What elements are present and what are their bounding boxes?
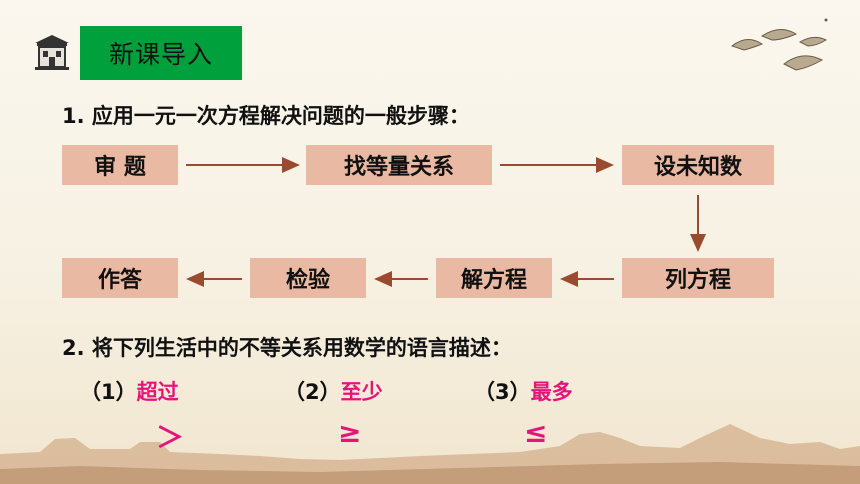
symbol-greater-equal: ≥ xyxy=(338,416,362,449)
palace-silhouette-icon xyxy=(0,424,860,484)
step-find-equal-relation: 找等量关系 xyxy=(306,145,492,185)
section2-heading: 2. 将下列生活中的不等关系用数学的语言描述： xyxy=(62,336,512,360)
step-list-equation: 列方程 xyxy=(622,258,774,298)
title-badge: 新课导入 xyxy=(80,26,242,80)
item-2: （2）至少 xyxy=(284,376,383,406)
step-answer: 作答 xyxy=(62,258,178,298)
house-icon xyxy=(35,35,69,70)
step-check: 检验 xyxy=(250,258,366,298)
section1-heading: 1. 应用一元一次方程解决问题的一般步骤： xyxy=(62,104,470,128)
item-3-word: 最多 xyxy=(530,380,573,404)
item-2-num: （2） xyxy=(284,380,341,404)
step-review: 审 题 xyxy=(62,145,178,185)
item-2-word: 至少 xyxy=(340,380,383,404)
symbol-less-equal: ≤ xyxy=(524,416,548,449)
birds-icon xyxy=(730,18,828,71)
symbol-greater-than: ＞ xyxy=(156,421,185,454)
step-set-unknown: 设未知数 xyxy=(622,145,774,185)
item-1-word: 超过 xyxy=(136,380,179,404)
item-1: （1）超过 xyxy=(80,376,179,406)
item-3: （3）最多 xyxy=(474,376,573,406)
step-solve-equation: 解方程 xyxy=(436,258,552,298)
item-3-num: （3） xyxy=(474,380,531,404)
item-1-num: （1） xyxy=(80,380,137,404)
